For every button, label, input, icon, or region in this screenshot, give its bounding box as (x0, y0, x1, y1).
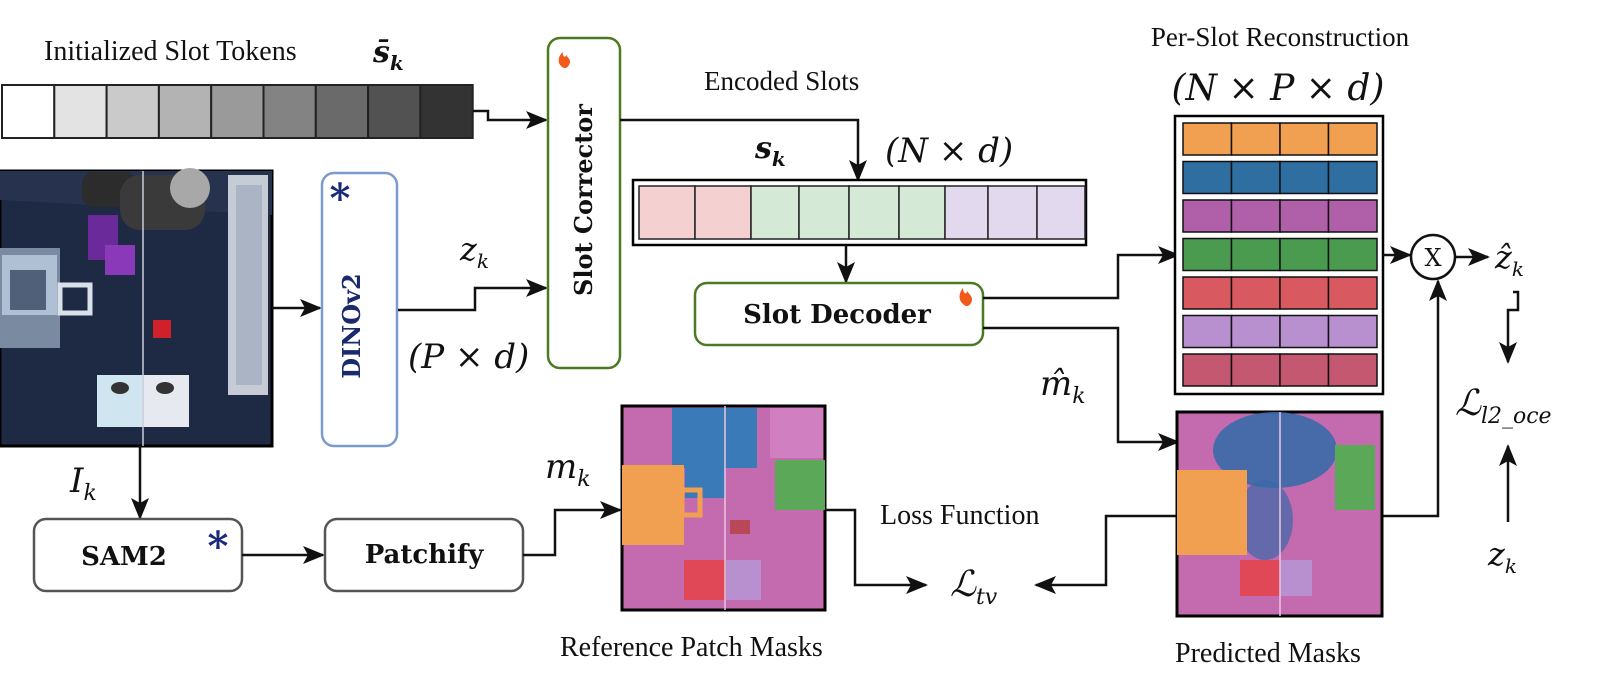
slot-corrector-label: Slot Corrector (569, 104, 598, 296)
s-bar-k-label: s̄k (372, 35, 404, 75)
arrow-patchify-to-ref (523, 501, 622, 557)
encoded-slot-cell (798, 185, 850, 240)
flame-icon (959, 288, 973, 306)
recon-cell (1182, 122, 1233, 156)
slot-token-cell (157, 84, 213, 139)
recon-cell (1279, 122, 1330, 156)
encoded-slot-cell (987, 185, 1038, 240)
recon-cell (1327, 237, 1378, 272)
recon-cell (1279, 199, 1330, 233)
ref-patch-masks-caption: Reference Patch Masks (560, 632, 823, 663)
recon-cell (1230, 353, 1281, 387)
encoded-slot-cell (898, 185, 946, 240)
p-by-d-label: (P × d) (408, 337, 529, 377)
slot-corrector-block (546, 36, 622, 370)
recon-cell (1230, 276, 1281, 310)
arrow-decoder-to-masks (983, 326, 1180, 451)
arrow-ref-to-loss (825, 508, 928, 594)
slot-decoder-label: Slot Decoder (743, 300, 931, 330)
arrow-zhat-to-loss (1499, 290, 1520, 364)
recon-cell (1327, 314, 1378, 349)
recon-cell (1182, 237, 1233, 272)
dinov2-block (320, 171, 399, 448)
recon-cell (1327, 353, 1378, 387)
reference-patch-masks-image (620, 404, 827, 612)
encoded-slot-cell (694, 185, 752, 240)
arrow-corrector-to-slots (620, 118, 867, 182)
slot-token-cell (53, 84, 108, 139)
slot-token-cell (419, 84, 474, 139)
per-slot-title: Per-Slot Reconstruction (1151, 22, 1410, 52)
z-k-label: zk (459, 230, 489, 273)
predicted-masks-image (1175, 410, 1384, 618)
reconstruction-grid (1182, 122, 1378, 387)
recon-cell (1279, 353, 1330, 387)
recon-cell (1230, 160, 1281, 195)
recon-cell (1230, 314, 1281, 349)
init-tokens-label: Initialized Slot Tokens (44, 36, 297, 67)
m-hat-k-label: m̂k (1040, 364, 1086, 409)
recon-cell (1279, 314, 1330, 349)
slot-token-bar (1, 84, 474, 139)
encoded-slots-label: Encoded Slots (704, 66, 859, 96)
input-image (0, 168, 274, 448)
dinov2-label: DINOv2 (337, 273, 366, 379)
slot-token-cell (367, 84, 422, 139)
arrow-decoder-to-recon (983, 246, 1180, 300)
z-k-bottom-label: zk (1487, 535, 1517, 578)
sam2-frozen-marker: * (208, 523, 229, 570)
slot-token-cell (262, 84, 317, 139)
recon-cell (1327, 122, 1378, 156)
m-k-label: mk (545, 447, 591, 492)
patchify-label: Patchify (365, 540, 485, 570)
encoded-slot-cell (944, 185, 989, 240)
multiply-symbol: X (1424, 244, 1441, 272)
recon-cell (1230, 122, 1281, 156)
slot-decoder-block (693, 281, 985, 347)
sam2-label: SAM2 (81, 542, 167, 572)
z-hat-k-label: ẑk (1494, 238, 1524, 281)
loss-l2-label: ℒl2_oce (1455, 383, 1552, 429)
encoded-slot-cell (848, 185, 900, 240)
slot-token-cell (210, 84, 265, 139)
arrow-tokens-to-corrector (473, 109, 548, 129)
arrow-dino-to-corrector (398, 279, 548, 312)
recon-cell (1182, 276, 1233, 310)
recon-cell (1279, 237, 1330, 272)
recon-cell (1279, 276, 1330, 310)
slot-token-cell (105, 84, 160, 139)
n-p-d-label: (N × P × d) (1172, 68, 1385, 109)
arrow-masks-to-multiply (1383, 279, 1447, 518)
recon-cell (1327, 276, 1378, 310)
s-k-label: sk (754, 131, 786, 171)
loss-function-label: Loss Function (880, 500, 1039, 531)
n-by-d-label: (N × d) (885, 131, 1013, 171)
recon-cell (1230, 237, 1281, 272)
recon-cell (1182, 160, 1233, 195)
recon-cell (1182, 353, 1233, 387)
flame-icon (558, 52, 571, 68)
recon-cell (1279, 160, 1330, 195)
encoded-slot-cell (750, 185, 800, 240)
i-k-label: Ik (69, 461, 97, 506)
arrow-pred-to-loss (1034, 514, 1176, 594)
recon-cell (1327, 160, 1378, 195)
recon-cell (1230, 199, 1281, 233)
dinov2-frozen-marker: * (330, 175, 351, 222)
encoded-slot-cell (638, 185, 696, 240)
encoded-slot-bar (638, 185, 1086, 240)
slot-token-cell (314, 84, 370, 139)
predicted-masks-caption: Predicted Masks (1175, 638, 1361, 669)
recon-cell (1182, 199, 1233, 233)
recon-cell (1327, 199, 1378, 233)
loss-tv-label: ℒtv (950, 564, 998, 610)
slot-token-cell (1, 84, 56, 139)
recon-cell (1182, 314, 1233, 349)
encoded-slot-cell (1036, 185, 1086, 240)
